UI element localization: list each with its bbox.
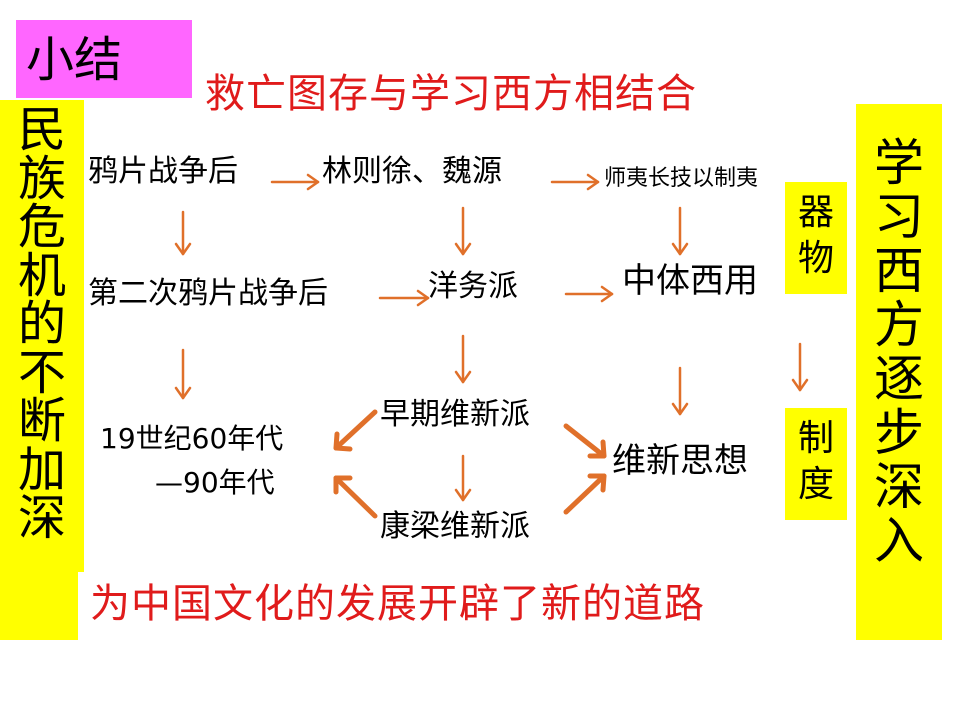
qiwu-char: 器 bbox=[797, 192, 834, 233]
left-bar-mask bbox=[0, 640, 84, 650]
left-char: 危 bbox=[17, 199, 66, 255]
left-char: 深 bbox=[17, 490, 66, 546]
right-char: 方 bbox=[874, 296, 924, 354]
right-vertical-text: 学 习 西 方 逐 步 深 入 bbox=[860, 136, 938, 568]
node-second-opium-war: 第二次鸦片战争后 bbox=[88, 276, 328, 311]
zhidu-char: 制 bbox=[797, 418, 834, 459]
right-char: 深 bbox=[874, 458, 924, 516]
right-char: 步 bbox=[874, 404, 924, 462]
left-char: 机 bbox=[17, 247, 66, 304]
arrow-v-c2-3 bbox=[454, 454, 472, 502]
arrow-early-to-19c bbox=[333, 409, 378, 452]
qiwu-box bbox=[785, 182, 847, 294]
node-opium-war: 鸦片战争后 bbox=[88, 154, 238, 189]
left-char: 族 bbox=[17, 150, 66, 207]
arrow-r1-1 bbox=[270, 173, 320, 191]
arrow-r2-1 bbox=[378, 289, 430, 307]
bottom-text: 为中国文化的发展开辟了新的道路 bbox=[90, 581, 705, 627]
left-char: 加 bbox=[17, 441, 66, 498]
arrow-v-c3-2 bbox=[671, 366, 689, 416]
arrow-kl-to-19c bbox=[333, 475, 378, 519]
right-char: 逐 bbox=[874, 350, 924, 408]
right-yellow-bar bbox=[856, 104, 942, 640]
left-char: 不 bbox=[17, 344, 66, 401]
left-char: 民 bbox=[17, 102, 66, 158]
arrow-v-c1-1 bbox=[174, 210, 192, 256]
zhidu-box bbox=[785, 408, 847, 520]
theme-text: 救亡图存与学习西方相结合 bbox=[205, 71, 697, 117]
right-char: 西 bbox=[874, 242, 924, 300]
right-char: 习 bbox=[874, 188, 924, 246]
qiwu-char: 物 bbox=[797, 238, 834, 279]
left-yellow-bar bbox=[0, 100, 84, 640]
node-reform-thought: 维新思想 bbox=[612, 441, 748, 481]
arrow-v-c2-2 bbox=[454, 334, 472, 384]
arrow-v-c2-1 bbox=[454, 206, 472, 256]
title-box bbox=[16, 20, 192, 98]
left-vertical-text: 民 族 危 机 的 不 断 加 深 bbox=[4, 106, 80, 543]
bottom-cover bbox=[78, 572, 88, 642]
summary-title: 小结 bbox=[26, 32, 123, 88]
right-char: 学 bbox=[874, 134, 924, 192]
left-char: 断 bbox=[17, 393, 66, 449]
node-zhongti: 中体西用 bbox=[622, 261, 758, 301]
node-shiyi: 师夷长技以制夷 bbox=[604, 166, 759, 191]
arrow-r1-2 bbox=[550, 173, 600, 191]
node-19c-line2: —90年代 bbox=[155, 466, 275, 499]
right-char: 入 bbox=[874, 512, 924, 570]
arrow-r2-2 bbox=[564, 285, 614, 303]
zhidu-char: 度 bbox=[797, 464, 834, 505]
left-char: 的 bbox=[17, 296, 66, 352]
node-yangwu: 洋务派 bbox=[428, 269, 518, 304]
node-19c-line1: 19世纪60年代 bbox=[100, 422, 284, 455]
qiwu-label: 器 物 bbox=[785, 190, 847, 282]
arrow-v-c1-2 bbox=[174, 348, 192, 400]
node-kang-liang: 康梁维新派 bbox=[380, 509, 530, 544]
arrow-v-c3-1 bbox=[671, 206, 689, 256]
node-lin-wei: 林则徐、魏源 bbox=[322, 154, 502, 189]
arrow-early-to-reform bbox=[563, 423, 607, 459]
arrow-v-c4 bbox=[791, 342, 809, 392]
arrow-kl-to-reform bbox=[563, 473, 607, 515]
node-early-reform: 早期维新派 bbox=[380, 397, 530, 432]
zhidu-label: 制 度 bbox=[785, 416, 847, 508]
